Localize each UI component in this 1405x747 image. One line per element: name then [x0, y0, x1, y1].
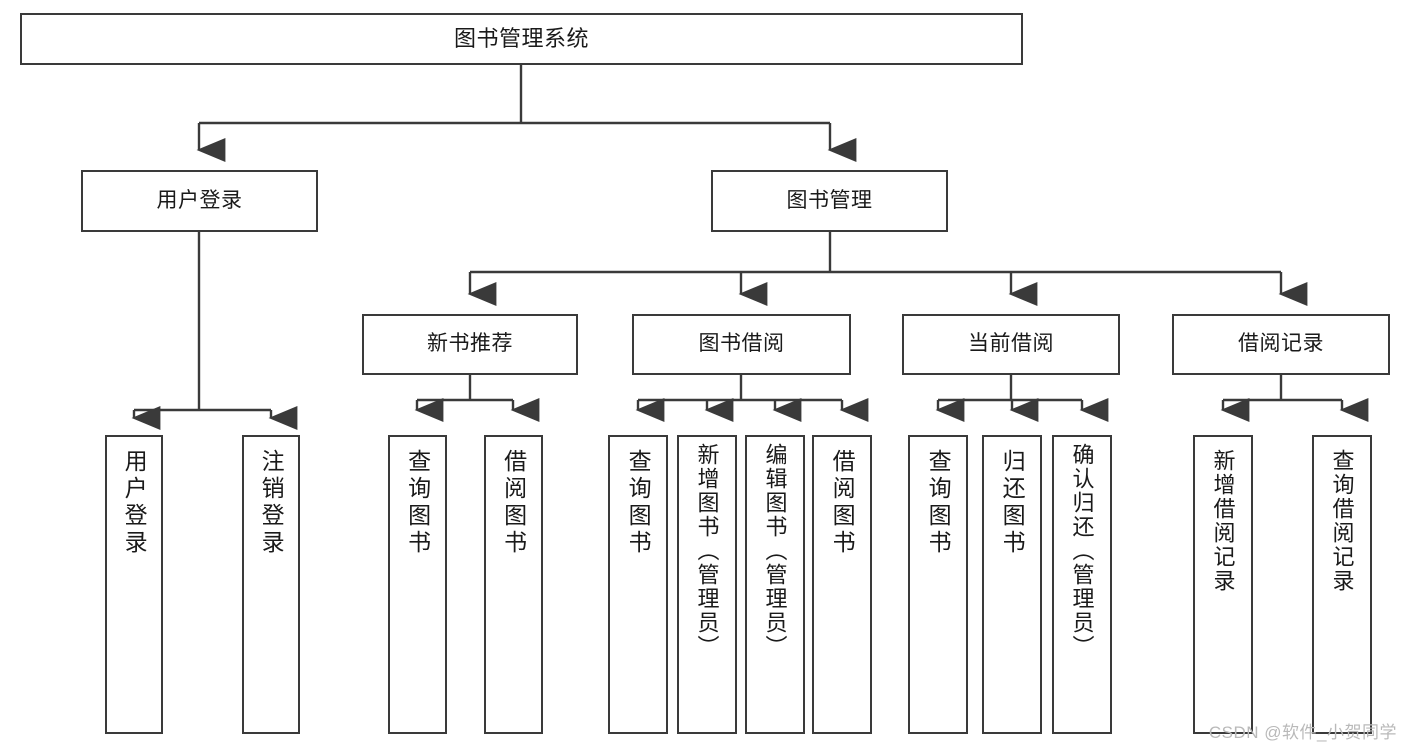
node-new-book-recommend[interactable]: 新书推荐 [362, 314, 578, 375]
node-label: 确认归还（管理员） [1069, 443, 1095, 659]
leaf-book-borrow-borrow-book[interactable]: 借阅图书 [812, 435, 872, 734]
leaf-user-login-logout[interactable]: 注销登录 [242, 435, 300, 734]
node-label: 编辑图书（管理员） [762, 443, 788, 659]
node-label: 查询图书 [404, 449, 431, 557]
node-label: 查询图书 [625, 449, 652, 557]
node-label: 归还图书 [999, 449, 1026, 557]
node-label: 当前借阅 [968, 332, 1054, 356]
node-label: 新增借阅记录 [1210, 449, 1236, 593]
leaf-new-book-borrow-book[interactable]: 借阅图书 [484, 435, 543, 734]
node-label: 图书借阅 [698, 332, 785, 356]
node-label: 注销登录 [258, 449, 285, 557]
node-label: 新书推荐 [427, 332, 513, 356]
node-label: 用户登录 [121, 449, 148, 557]
node-label: 借阅图书 [829, 449, 856, 557]
node-label: 图书管理系统 [453, 26, 589, 52]
leaf-borrow-record-query-record[interactable]: 查询借阅记录 [1312, 435, 1372, 734]
node-current-borrow[interactable]: 当前借阅 [902, 314, 1120, 375]
node-book-borrow[interactable]: 图书借阅 [632, 314, 851, 375]
node-book-management-system[interactable]: 图书管理系统 [20, 13, 1023, 65]
node-book-management[interactable]: 图书管理 [711, 170, 948, 232]
node-label: 图书管理 [786, 188, 873, 212]
node-label: 借阅图书 [500, 449, 527, 557]
node-label: 借阅记录 [1238, 332, 1324, 356]
node-label: 用户登录 [156, 188, 243, 212]
node-user-login[interactable]: 用户登录 [81, 170, 318, 232]
node-label: 新增图书（管理员） [694, 443, 720, 659]
leaf-current-borrow-query-book[interactable]: 查询图书 [908, 435, 968, 734]
node-borrow-record[interactable]: 借阅记录 [1172, 314, 1390, 375]
leaf-book-borrow-edit-book-admin[interactable]: 编辑图书（管理员） [745, 435, 805, 734]
leaf-new-book-query-book[interactable]: 查询图书 [388, 435, 447, 734]
leaf-current-borrow-return-book[interactable]: 归还图书 [982, 435, 1042, 734]
csdn-watermark: CSDN @软件_小贺同学 [1208, 723, 1397, 742]
leaf-borrow-record-add-record[interactable]: 新增借阅记录 [1193, 435, 1253, 734]
leaf-current-borrow-confirm-return-admin[interactable]: 确认归还（管理员） [1052, 435, 1112, 734]
node-label: 查询图书 [925, 449, 952, 557]
leaf-user-login-login[interactable]: 用户登录 [105, 435, 163, 734]
leaf-book-borrow-add-book-admin[interactable]: 新增图书（管理员） [677, 435, 737, 734]
node-label: 查询借阅记录 [1329, 449, 1355, 593]
leaf-book-borrow-query-book[interactable]: 查询图书 [608, 435, 668, 734]
